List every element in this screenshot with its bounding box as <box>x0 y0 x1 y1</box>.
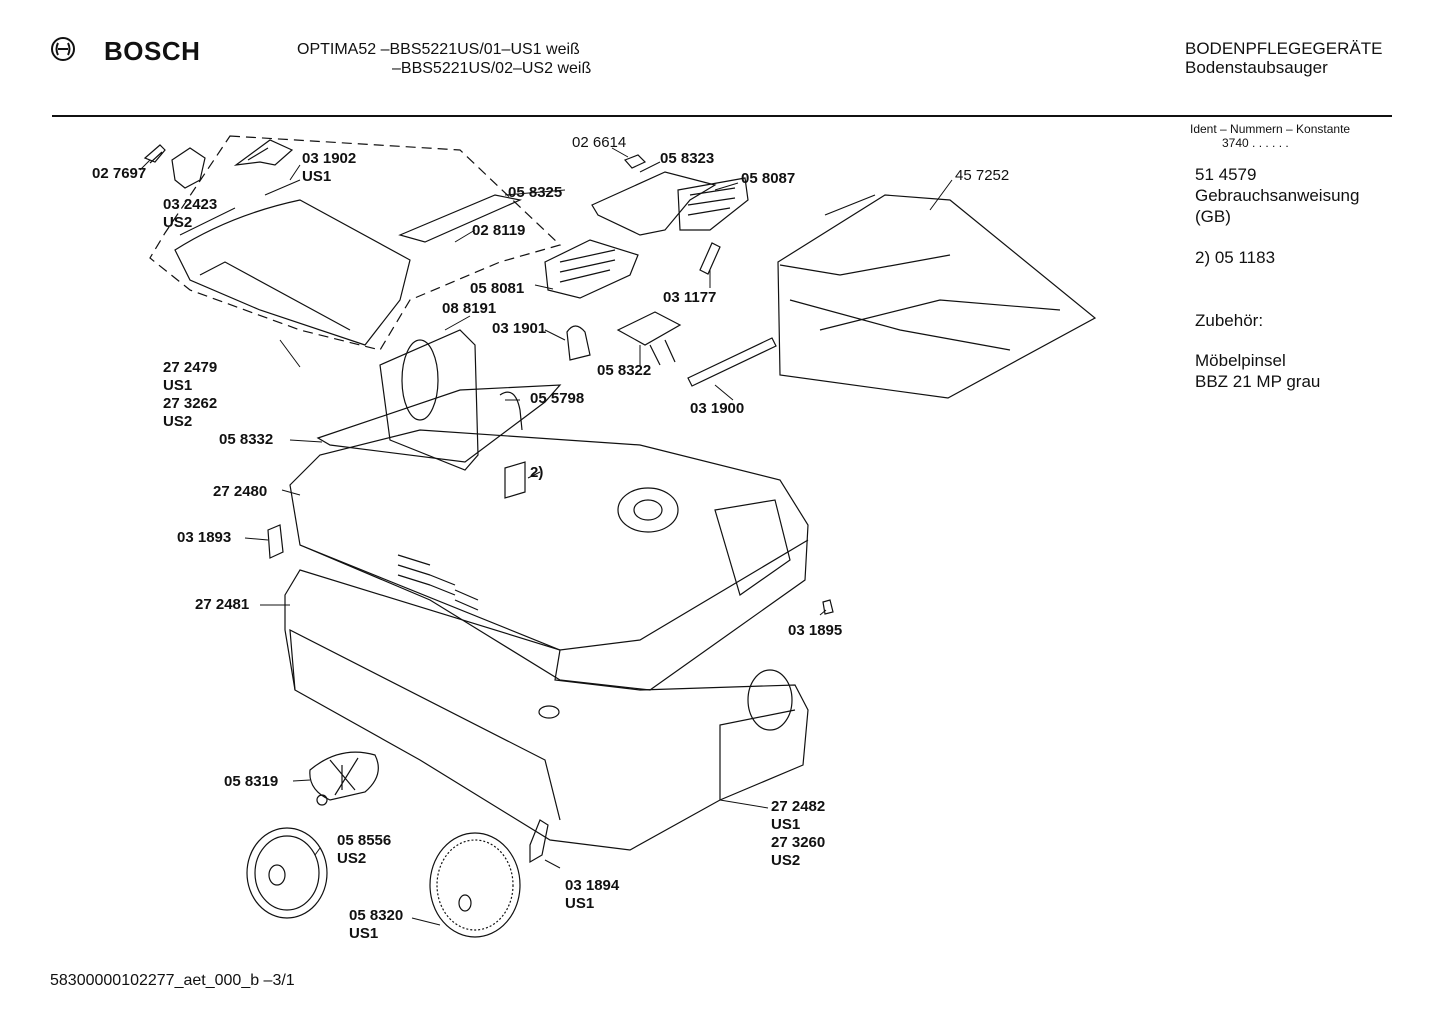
small-block-026614 <box>625 155 645 168</box>
hose-031900 <box>688 338 776 386</box>
part-variant-272482: US1 <box>771 816 801 833</box>
part-label-457252: 45 7252 <box>955 167 1010 184</box>
caster-058319 <box>310 752 379 800</box>
part-label-031894: 03 1894 <box>565 877 620 894</box>
part-label-058556: 05 8556 <box>337 832 392 849</box>
top-cover-outline <box>150 136 560 350</box>
document-id: 58300000102277_aet_000_b –3/1 <box>50 972 295 989</box>
footnote-marker-2: 2) <box>530 464 544 481</box>
motor-housing-088191 <box>380 330 478 470</box>
leader-lines <box>140 148 952 925</box>
grille-058081 <box>545 240 638 298</box>
upper-housing-272480 <box>290 430 808 690</box>
bar-031177 <box>700 243 720 274</box>
part-label-028119: 02 8119 <box>472 222 526 239</box>
part-label-031895: 03 1895 <box>788 622 843 639</box>
part-variant-272479: US1 <box>163 377 193 394</box>
board-058322 <box>618 312 680 365</box>
part-label-273260: 27 3260 <box>771 834 826 851</box>
button-part-031902 <box>236 140 292 165</box>
grille-058087 <box>678 178 748 230</box>
sidebar-item: 2) 05 1183 <box>1195 248 1276 267</box>
part-label-058322: 05 8322 <box>597 362 652 379</box>
part-variant-273262: US2 <box>163 413 193 430</box>
part-label-088191: 08 8191 <box>442 300 497 317</box>
category-subtitle: Bodenstaubsauger <box>1185 58 1328 77</box>
plug-031895 <box>823 600 833 614</box>
sidebar-item: Möbelpinsel <box>1195 351 1286 370</box>
part-label-058319: 05 8319 <box>224 773 279 790</box>
sidebar-item: 51 4579 <box>1195 165 1257 184</box>
part-variant-273260: US2 <box>771 852 801 869</box>
ident-title: Ident – Nummern – Konstante <box>1190 122 1351 136</box>
part-label-058320: 05 8320 <box>349 907 404 924</box>
filter-plate-058325 <box>400 195 520 242</box>
bosch-logo-icon <box>50 36 76 67</box>
part-label-272479: 27 2479 <box>163 359 218 376</box>
spring-055798 <box>500 392 522 430</box>
part-label-031902: 03 1902 <box>302 150 357 167</box>
model-line-1: OPTIMA52 –BBS5221US/01–US1 weiß <box>297 41 580 58</box>
switch-031901 <box>567 326 590 360</box>
part-label-058325: 05 8325 <box>508 184 563 201</box>
part-variant-031902: US1 <box>302 168 332 185</box>
pin-031894 <box>530 820 548 862</box>
wheel-058320 <box>430 833 520 937</box>
header-divider <box>52 115 1392 117</box>
wheel-058556 <box>247 828 327 918</box>
lower-housing-272481 <box>285 570 808 850</box>
part-label-055798: 05 5798 <box>530 390 585 407</box>
part-label-031901: 03 1901 <box>492 320 547 337</box>
latch-part <box>172 148 205 188</box>
part-label-272482: 27 2482 <box>771 798 826 815</box>
part-label-032423: 03 2423 <box>163 196 218 213</box>
part-variant-058556: US2 <box>337 850 367 867</box>
part-variant-058320: US1 <box>349 925 379 942</box>
part-label-031900: 03 1900 <box>690 400 745 417</box>
clip-031893 <box>268 525 283 558</box>
part-label-272480: 27 2480 <box>213 483 268 500</box>
part-label-027697: 02 7697 <box>92 165 147 182</box>
part-label-058087: 05 8087 <box>741 170 796 187</box>
part-label-058332: 05 8332 <box>219 431 274 448</box>
part-label-031893: 03 1893 <box>177 529 232 546</box>
sidebar-item: Gebrauchsanweisung <box>1195 186 1360 205</box>
part-label-058323: 05 8323 <box>660 150 715 167</box>
filter-cover-058323 <box>592 172 715 235</box>
ident-value: 3740 . . . . . . <box>1222 136 1289 150</box>
part-label-031177: 03 1177 <box>663 289 717 306</box>
brand-name: BOSCH <box>104 36 201 66</box>
part-variant-031894: US1 <box>565 895 595 912</box>
sidebar-item: (GB) <box>1195 207 1231 226</box>
model-line-2: –BBS5221US/02–US2 weiß <box>392 60 592 77</box>
part-label-272481: 27 2481 <box>195 596 250 613</box>
clip-part-027697 <box>145 145 165 163</box>
part-label-273262: 27 3262 <box>163 395 218 412</box>
cable-frame-058332 <box>318 385 560 462</box>
top-cover-inner <box>175 200 410 345</box>
sidebar-item: BBZ 21 MP grau <box>1195 372 1321 391</box>
dust-bag-457252 <box>778 195 1095 398</box>
part-label-026614: 02 6614 <box>572 134 627 151</box>
category-title: BODENPFLEGEGERÄTE <box>1185 39 1383 58</box>
sidebar-item: Zubehör: <box>1195 311 1264 330</box>
part-label-058081: 05 8081 <box>470 280 525 297</box>
part-variant-032423: US2 <box>163 214 193 231</box>
